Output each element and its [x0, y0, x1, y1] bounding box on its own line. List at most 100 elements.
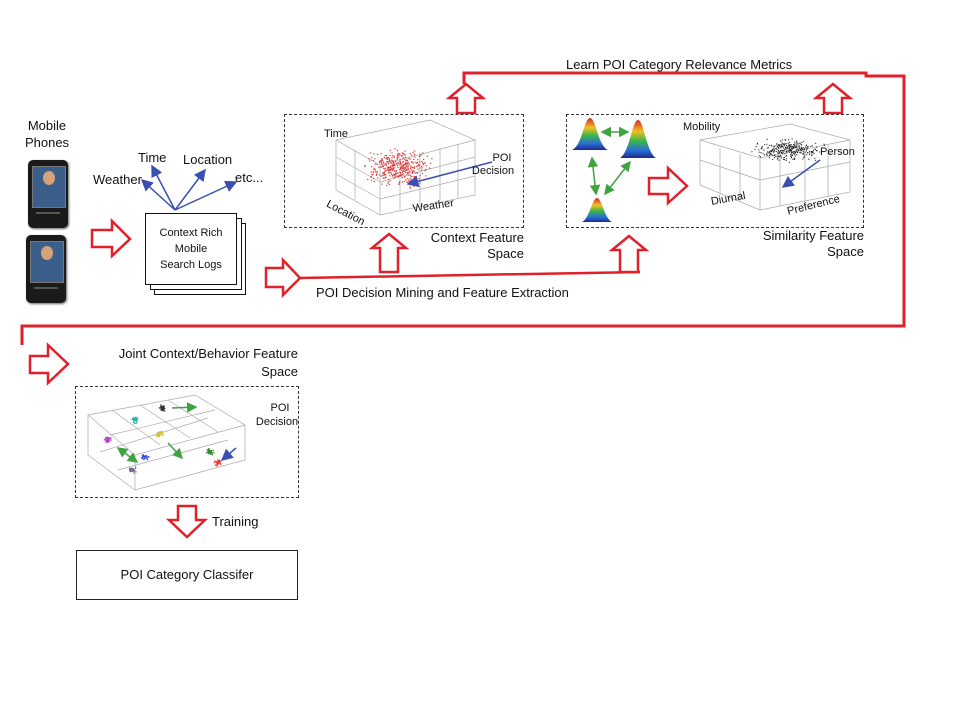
scatter-point [785, 155, 787, 157]
scatter-point [367, 178, 369, 181]
scatter-point [386, 169, 388, 172]
scatter-point [409, 187, 412, 189]
context-space-label-2: Space [487, 246, 524, 261]
similarity-person-arrow [781, 159, 821, 188]
scatter-point [784, 143, 787, 145]
scatter-point [795, 143, 797, 145]
scatter-point [796, 154, 798, 156]
scatter-point [780, 146, 783, 148]
scatter-point [783, 157, 785, 159]
scatter-point [421, 162, 424, 164]
scatter-point [374, 169, 377, 171]
scatter-point [208, 451, 210, 453]
scatter-point [143, 458, 145, 460]
scatter-point [107, 441, 109, 443]
joint-arrow-mid [167, 442, 184, 460]
scatter-point [380, 166, 382, 168]
scatter-point [806, 146, 808, 148]
scatter-point [421, 160, 423, 163]
scatter-point [419, 174, 421, 177]
scatter-point [136, 422, 138, 424]
scatter-point [386, 168, 388, 170]
scatter-point [131, 418, 134, 421]
similarity-cube [699, 123, 851, 211]
scatter-point [394, 170, 396, 172]
scatter-point [206, 451, 208, 454]
scatter-point [130, 468, 133, 471]
scatter-point [401, 169, 403, 172]
scatter-point [803, 147, 805, 149]
scatter-point [778, 152, 780, 154]
scatter-point [788, 150, 790, 152]
scatter-point [785, 159, 787, 162]
scatter-point [396, 175, 398, 177]
scatter-point [751, 151, 753, 153]
scatter-point [373, 178, 375, 180]
scatter-point [758, 155, 761, 157]
scatter-point [767, 151, 769, 153]
mobile-phones-label-2: Phones [24, 135, 70, 150]
scatter-point [376, 172, 378, 174]
scatter-point [147, 455, 150, 458]
up-arrow-similarity-top [812, 82, 854, 115]
scatter-point [394, 175, 396, 177]
scatter-point [786, 151, 788, 153]
scatter-point [132, 470, 134, 473]
location-label: Location [183, 152, 233, 167]
similarity-space-label-2: Space [827, 244, 864, 259]
scatter-point [804, 151, 806, 153]
scatter-point [398, 156, 400, 158]
scatter-point [404, 157, 407, 159]
scatter-point [389, 159, 391, 161]
ray-location [174, 168, 206, 211]
scatter-point [157, 434, 159, 436]
scatter-point [398, 181, 401, 183]
scatter-point [784, 148, 786, 151]
scatter-point [394, 176, 396, 178]
scatter-point [799, 142, 801, 144]
scatter-point [387, 160, 389, 163]
scatter-point [161, 434, 163, 436]
scatter-point [798, 147, 800, 150]
scatter-point [411, 154, 413, 156]
scatter-point [814, 157, 816, 159]
weather-label: Weather [93, 172, 142, 187]
scatter-point [146, 458, 149, 460]
scatter-point [159, 434, 161, 437]
scatter-point [381, 159, 383, 162]
scatter-point [781, 142, 783, 144]
scatter-point [790, 157, 793, 159]
scatter-point [386, 184, 388, 187]
scatter-point [425, 168, 427, 171]
scatter-point [393, 167, 396, 169]
scatter-point [372, 159, 374, 162]
mobile-phone-bottom [26, 235, 66, 303]
scatter-point [406, 169, 408, 171]
scatter-point [380, 162, 382, 164]
scatter-point [802, 151, 804, 153]
scatter-point [157, 435, 160, 438]
scatter-point [412, 172, 414, 174]
scatter-point [133, 472, 135, 474]
scatter-point [378, 174, 381, 176]
scatter-point [780, 155, 782, 157]
scatter-point [777, 152, 779, 154]
scatter-point [110, 437, 112, 439]
scatter-point [394, 161, 397, 163]
scatter-point [396, 157, 399, 159]
scatter-point [411, 161, 414, 163]
scatter-point [762, 153, 764, 155]
scatter-point [791, 138, 793, 140]
classifier-label: POI Category Classifer [120, 567, 254, 582]
scatter-point [407, 168, 409, 170]
scatter-point [782, 143, 784, 145]
mining-flow-line [299, 270, 641, 280]
scatter-point [162, 405, 164, 407]
scatter-point [773, 149, 775, 151]
scatter-point [409, 168, 412, 170]
scatter-point [402, 173, 404, 175]
etc-label: etc... [235, 170, 264, 185]
scatter-point [810, 145, 812, 147]
scatter-point [793, 145, 796, 147]
scatter-point [403, 163, 405, 166]
